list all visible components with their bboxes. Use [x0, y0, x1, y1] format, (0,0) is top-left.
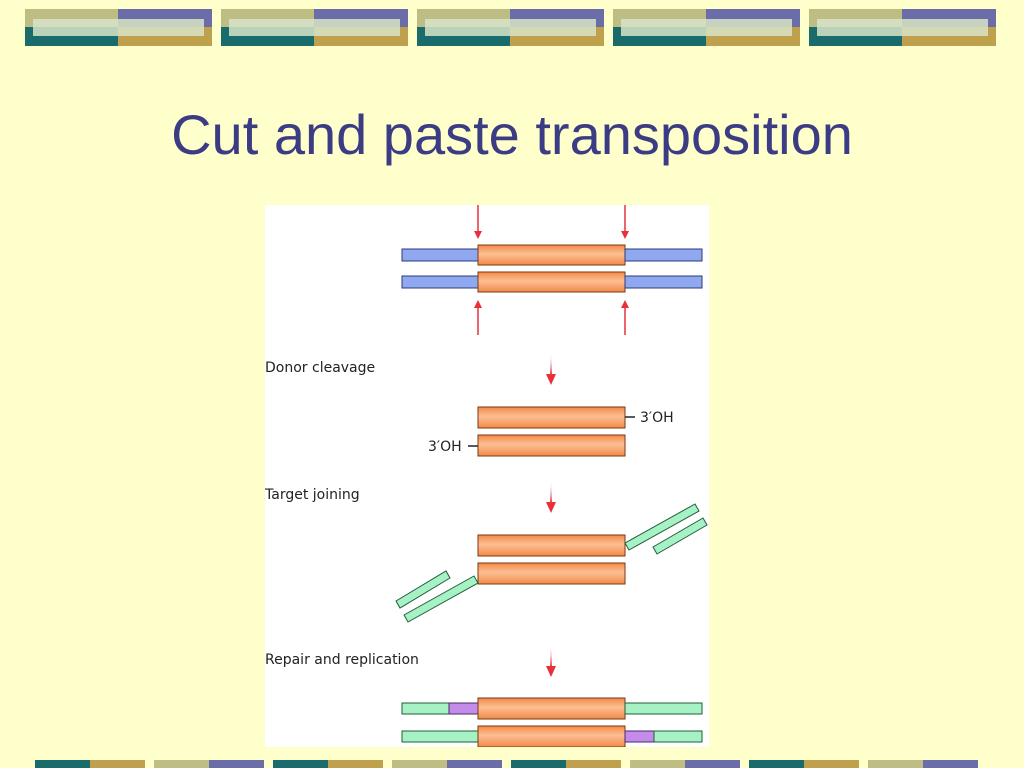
donor-dna-right-bottom [624, 275, 703, 289]
target-joining-stage [395, 503, 708, 623]
step-label-donor-cleavage: Donor cleavage [265, 360, 375, 376]
transposon-top-strand [477, 244, 626, 266]
repaired-product-stage [401, 697, 703, 747]
cleavage-arrowhead [474, 300, 482, 308]
target-dna-left-upper [395, 570, 451, 609]
target-dna-left-bottom-repaired [401, 730, 479, 743]
step-label-repair-and-replication: Repair and replication [265, 652, 419, 668]
band-block-2 [221, 9, 408, 46]
donor-dna-left-top [401, 248, 479, 262]
transposition-diagram: Donor cleavage 3′OH 3′OH Target joining [265, 205, 709, 747]
step-arrow-1 [546, 353, 556, 385]
excised-transposon-bottom [477, 434, 626, 457]
excised-transposon-stage: 3′OH 3′OH [428, 406, 674, 457]
step-arrow-3 [546, 645, 556, 677]
target-dna-left-top-repaired [401, 702, 450, 715]
oh-label-bottom: 3′OH [428, 439, 462, 455]
target-dna-right-lower [652, 517, 708, 555]
band-block-3 [417, 9, 604, 46]
target-dna-right-upper [624, 503, 700, 551]
final-transposon-top [477, 697, 626, 720]
bottom-decorative-band [35, 760, 978, 768]
final-transposon-bottom [477, 725, 626, 747]
target-dna-right-bottom-repaired [653, 730, 703, 743]
top-decorative-band [25, 9, 996, 46]
repair-gap-right [624, 730, 655, 743]
band-block-4 [613, 9, 800, 46]
target-dna-left-lower [403, 575, 479, 623]
band-block-1 [25, 9, 212, 46]
joined-transposon-top [477, 534, 626, 557]
step-label-target-joining: Target joining [265, 487, 360, 503]
excised-transposon-top [477, 406, 626, 429]
cleavage-arrowhead [474, 231, 482, 239]
oh-label-top: 3′OH [640, 410, 674, 426]
donor-dna-right-top [624, 248, 703, 262]
transposon-bottom-strand [477, 271, 626, 293]
step-arrow-2 [546, 481, 556, 513]
repair-gap-left [448, 702, 479, 715]
joined-transposon-bottom [477, 562, 626, 585]
target-dna-right-top-repaired [624, 702, 703, 715]
cleavage-arrowhead [621, 231, 629, 239]
donor-dna-left-bottom [401, 275, 479, 289]
band-block-5 [809, 9, 996, 46]
donor-stage [401, 205, 703, 335]
slide-title: Cut and paste transposition [171, 103, 853, 166]
cleavage-arrowhead [621, 300, 629, 308]
